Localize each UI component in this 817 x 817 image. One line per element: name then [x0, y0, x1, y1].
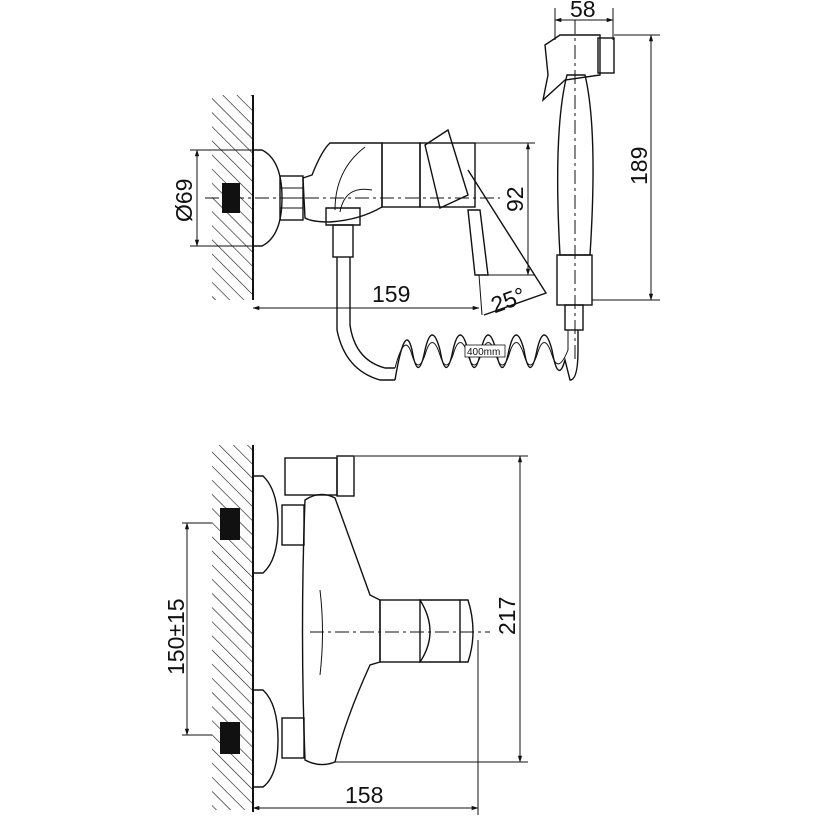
- rosette-upper: [252, 475, 279, 574]
- lever-tilted: [467, 169, 548, 316]
- mixer-body: [302, 142, 383, 223]
- inlet-spacing-label: 150±15: [163, 598, 189, 675]
- front-view: 217 150±15 158: [163, 445, 528, 815]
- shower-length-label: 189: [626, 147, 652, 185]
- inlet-pipe-lower: [220, 722, 240, 754]
- hose: [336, 257, 395, 381]
- diameter-label: Ø69: [171, 179, 197, 222]
- hose-connector: [325, 207, 361, 226]
- coiled-hose: [394, 330, 579, 381]
- mixer-body: [301, 493, 381, 766]
- diverter-block: [284, 457, 338, 496]
- shower-head: [541, 34, 601, 102]
- inlet-pipe-upper: [220, 508, 240, 540]
- lever-upright: [424, 128, 469, 209]
- hose-length-label: 400mm: [467, 347, 500, 358]
- cartridge: [419, 142, 476, 208]
- body-length-label: 159: [372, 281, 410, 307]
- lever: [467, 209, 489, 276]
- projection-label: 158: [345, 782, 383, 808]
- spout: [418, 599, 461, 663]
- total-height-label: 217: [494, 597, 520, 635]
- lever-angle-label: 25°: [487, 282, 529, 318]
- top-view: 400mm Ø69 92 159 25° 58 189: [171, 0, 660, 381]
- body-height-label: 92: [502, 186, 528, 212]
- shower-width-label: 58: [570, 0, 596, 22]
- rosette-lower: [252, 689, 279, 788]
